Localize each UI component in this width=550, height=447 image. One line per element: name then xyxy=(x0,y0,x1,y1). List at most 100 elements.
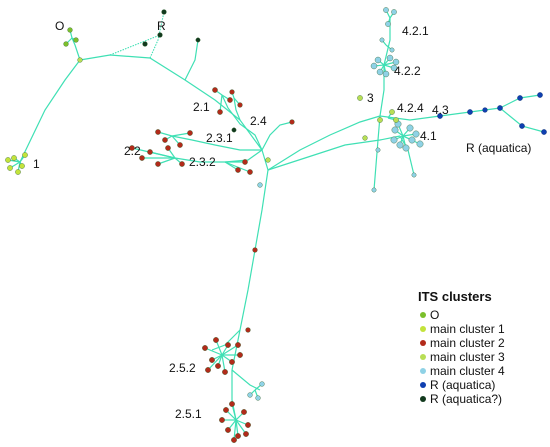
haplotype-node xyxy=(383,7,389,13)
haplotype-node xyxy=(357,95,363,101)
haplotype-node xyxy=(162,137,168,143)
haplotype-node xyxy=(179,161,185,167)
label-O: O xyxy=(55,19,64,33)
haplotype-node xyxy=(229,89,235,95)
haplotype-node xyxy=(155,129,161,135)
network-edge xyxy=(184,39,199,81)
network-edge xyxy=(19,59,81,163)
label-cluster-4-1: 4.1 xyxy=(420,129,437,143)
haplotype-node xyxy=(391,126,399,134)
network-edge xyxy=(204,347,223,356)
legend-label: R (aquatica?) xyxy=(430,392,503,406)
haplotype-node xyxy=(467,109,473,115)
legend-swatch xyxy=(420,368,426,374)
haplotype-node xyxy=(374,56,382,64)
network-edge xyxy=(131,147,176,159)
network-edge xyxy=(231,369,261,391)
haplotype-node xyxy=(379,37,385,43)
network-edge xyxy=(79,54,269,171)
haplotype-node xyxy=(157,32,163,38)
haplotype-node xyxy=(377,117,383,123)
haplotype-node xyxy=(73,37,79,43)
label-cluster-2-4: 2.4 xyxy=(250,114,267,128)
haplotype-node xyxy=(497,105,503,111)
network-edge xyxy=(231,169,269,371)
label-cluster-3: 3 xyxy=(367,91,374,105)
haplotype-node xyxy=(235,433,241,439)
haplotype-node xyxy=(389,47,395,53)
haplotype-node xyxy=(5,157,11,163)
haplotype-node xyxy=(412,130,420,138)
network-edge xyxy=(219,94,223,113)
legend-item: R (aquatica) xyxy=(418,378,546,392)
haplotype-node xyxy=(386,54,394,62)
haplotype-node xyxy=(195,37,201,43)
haplotype-node xyxy=(129,145,135,151)
haplotype-node xyxy=(255,395,261,401)
haplotype-node xyxy=(147,149,153,155)
haplotype-node xyxy=(237,352,243,358)
label-cluster-2-3-2: 2.3.2 xyxy=(189,155,216,169)
haplotype-node xyxy=(411,172,417,178)
haplotype-node xyxy=(541,129,547,135)
network-edge xyxy=(267,115,381,171)
haplotype-node xyxy=(202,345,208,351)
network-edge xyxy=(157,157,176,165)
haplotype-node xyxy=(391,9,397,15)
legend-swatch xyxy=(420,396,426,402)
network-edge xyxy=(233,419,237,441)
label-cluster-2-5-2: 2.5.2 xyxy=(169,361,196,375)
network-edge xyxy=(171,132,191,137)
network-edge xyxy=(221,344,239,356)
haplotype-node xyxy=(289,119,295,125)
haplotype-node xyxy=(247,169,253,175)
haplotype-node xyxy=(222,369,228,375)
haplotype-node xyxy=(241,409,247,415)
haplotype-node xyxy=(142,41,148,47)
haplotype-node xyxy=(517,95,523,101)
legend-label: O xyxy=(430,308,440,322)
network-edge xyxy=(267,135,401,171)
legend-label: main cluster 2 xyxy=(430,336,505,350)
label-cluster-2-5-1: 2.5.1 xyxy=(175,407,202,421)
legend-label: main cluster 4 xyxy=(430,364,505,378)
legend-swatch xyxy=(420,312,426,318)
legend-label: R (aquatica) xyxy=(430,378,496,392)
haplotype-node xyxy=(165,145,171,151)
legend-label: main cluster 3 xyxy=(430,350,505,364)
legend-swatch xyxy=(420,354,426,360)
haplotype-node xyxy=(212,87,218,93)
network-edge xyxy=(149,11,165,59)
haplotype-node xyxy=(396,141,404,149)
label-cluster-2-1: 2.1 xyxy=(193,100,210,114)
haplotype-node xyxy=(229,401,235,407)
haplotype-node xyxy=(205,367,211,373)
haplotype-node xyxy=(217,109,223,115)
legend-title: ITS clusters xyxy=(418,289,492,304)
haplotype-node xyxy=(11,155,17,161)
haplotype-node xyxy=(63,41,69,47)
haplotype-node xyxy=(225,342,231,348)
haplotype-node xyxy=(7,165,13,171)
label-R: R xyxy=(157,19,166,33)
haplotype-node xyxy=(219,417,225,423)
label-cluster-2-3-1: 2.3.1 xyxy=(206,131,233,145)
haplotype-node xyxy=(371,187,377,193)
haplotype-node xyxy=(416,140,424,148)
label-r-aquatica: R (aquatica) xyxy=(466,141,531,155)
haplotype-node xyxy=(376,68,384,76)
haplotype-node xyxy=(225,427,231,433)
network-edge xyxy=(207,354,223,371)
haplotype-node xyxy=(519,123,525,129)
haplotype-node xyxy=(231,127,237,133)
haplotype-node xyxy=(482,107,488,113)
haplotype-node xyxy=(537,92,543,98)
network-edge xyxy=(71,37,81,61)
haplotype-node xyxy=(243,431,249,437)
label-cluster-4-2-2: 4.2.2 xyxy=(394,64,421,78)
haplotype-node xyxy=(15,169,21,175)
haplotype-node xyxy=(223,407,229,413)
haplotype-node xyxy=(392,58,400,66)
